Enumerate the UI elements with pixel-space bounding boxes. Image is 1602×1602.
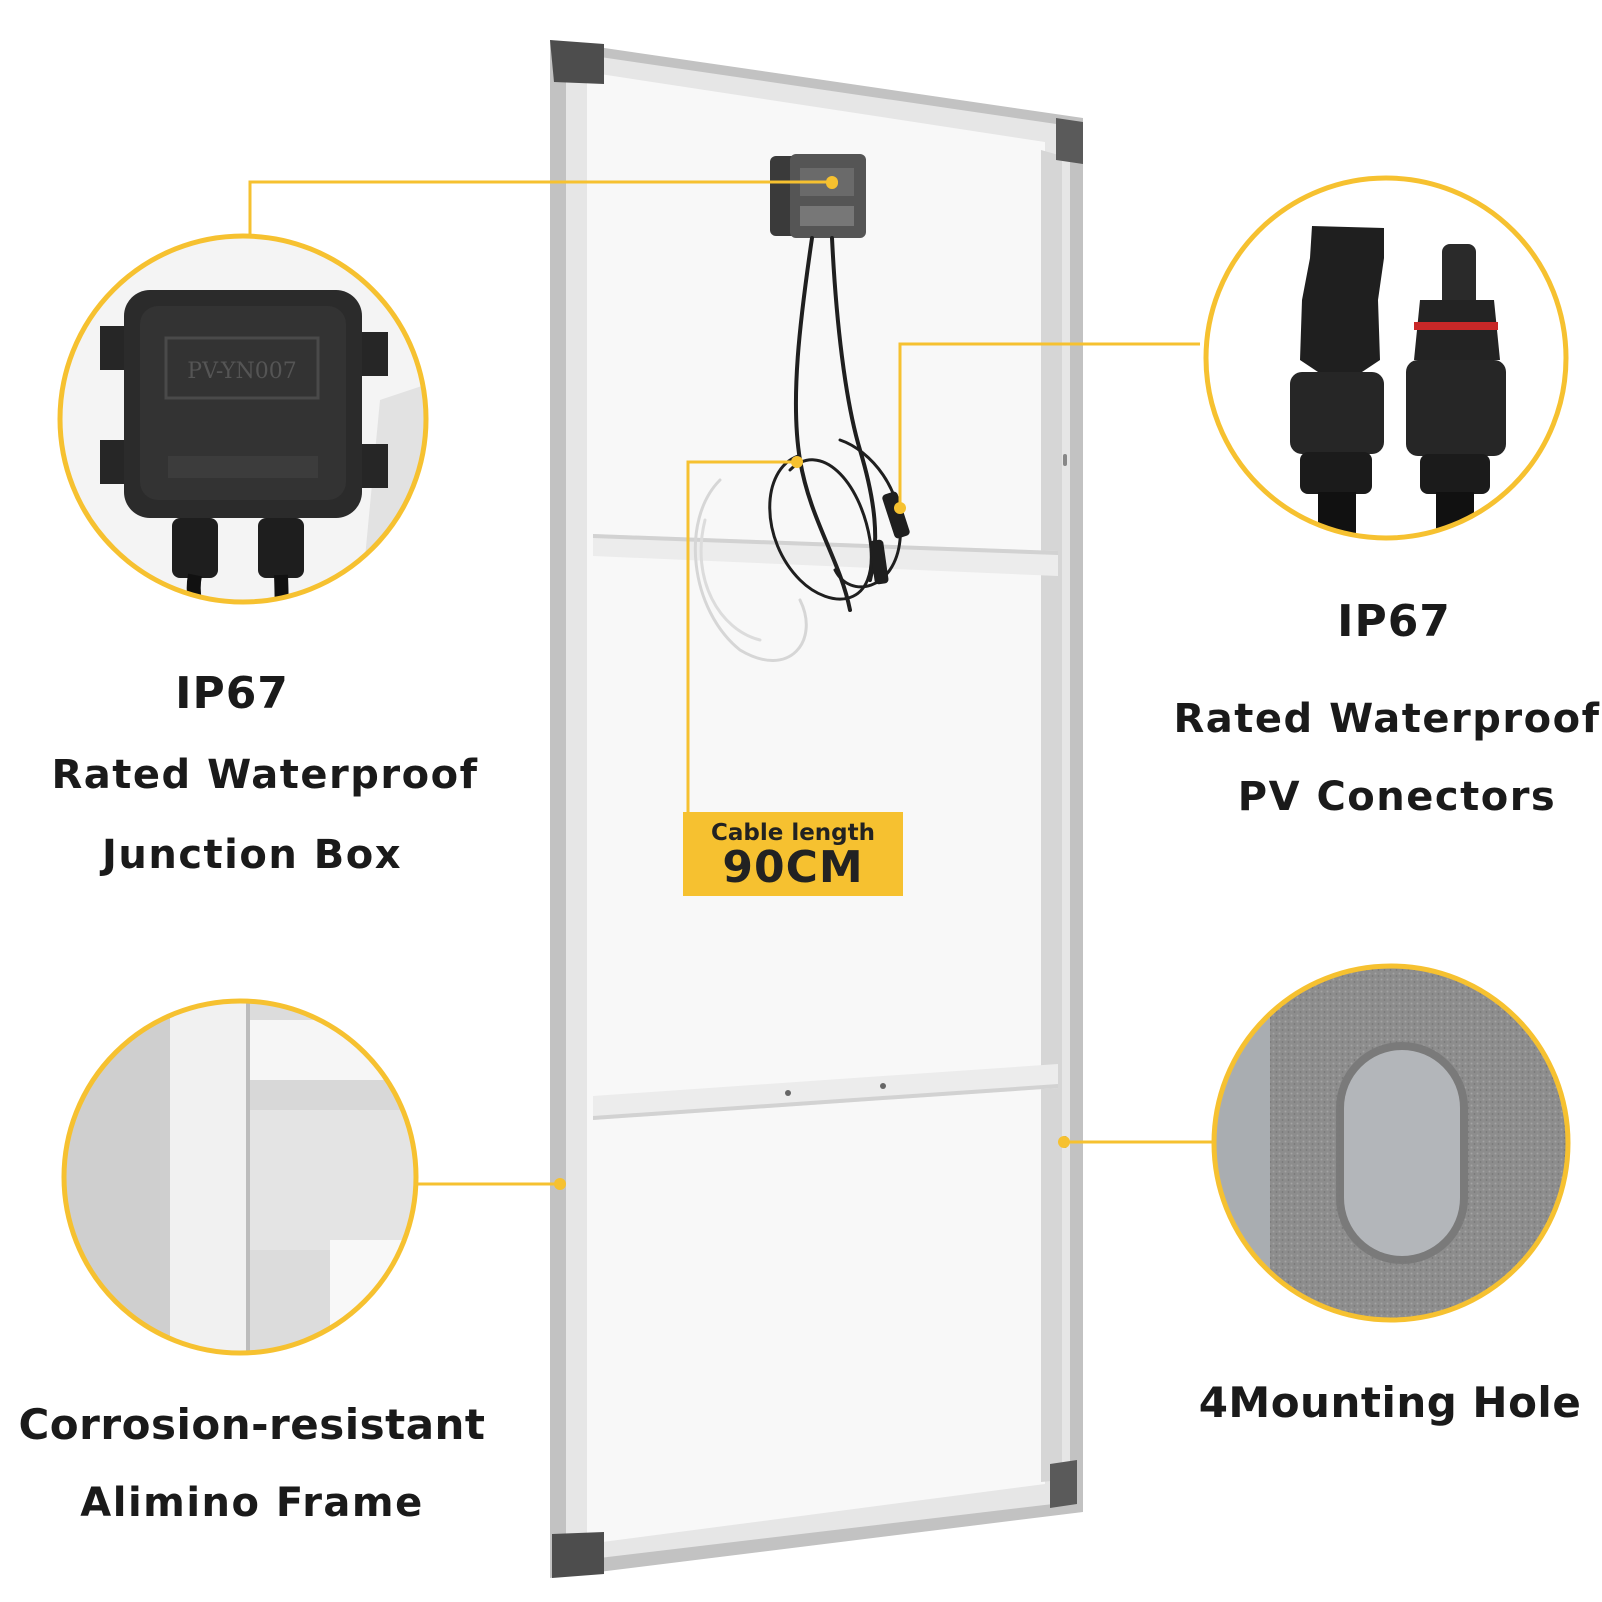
- callout-dots: [554, 176, 1070, 1190]
- junction-box-small: [770, 154, 866, 238]
- model-print: PV-YN007: [187, 359, 296, 384]
- mounting-hole-label: 4Mounting Hole: [1198, 1378, 1582, 1427]
- connectors-line1: Rated Waterproof: [1173, 696, 1601, 742]
- cable-length-label: Cable length: [710, 820, 876, 846]
- cables: [693, 236, 910, 662]
- cable-length-badge: Cable length 90CM: [683, 812, 903, 896]
- junction-box-detail: PV-YN007: [57, 233, 429, 605]
- frame-detail: [61, 998, 419, 1356]
- frame-line2: Alimino Frame: [80, 1480, 424, 1526]
- mounting-hole-detail: [1211, 963, 1571, 1323]
- callout-lines: [248, 180, 1213, 1186]
- frame-line1: Corrosion-resistant: [18, 1400, 486, 1449]
- junction-box-rating: IP67: [175, 668, 289, 719]
- cable-length-value: 90CM: [722, 842, 864, 893]
- junction-box-line2: Junction Box: [101, 832, 403, 878]
- connectors-detail: [1203, 175, 1569, 541]
- junction-box-line1: Rated Waterproof: [51, 752, 479, 798]
- solar-panel: [550, 40, 1083, 1578]
- connectors-rating: IP67: [1337, 596, 1451, 647]
- cross-rail-lower: [593, 1064, 1058, 1120]
- connectors-line2: PV Conectors: [1237, 774, 1557, 820]
- corner-caps: [550, 40, 1083, 1578]
